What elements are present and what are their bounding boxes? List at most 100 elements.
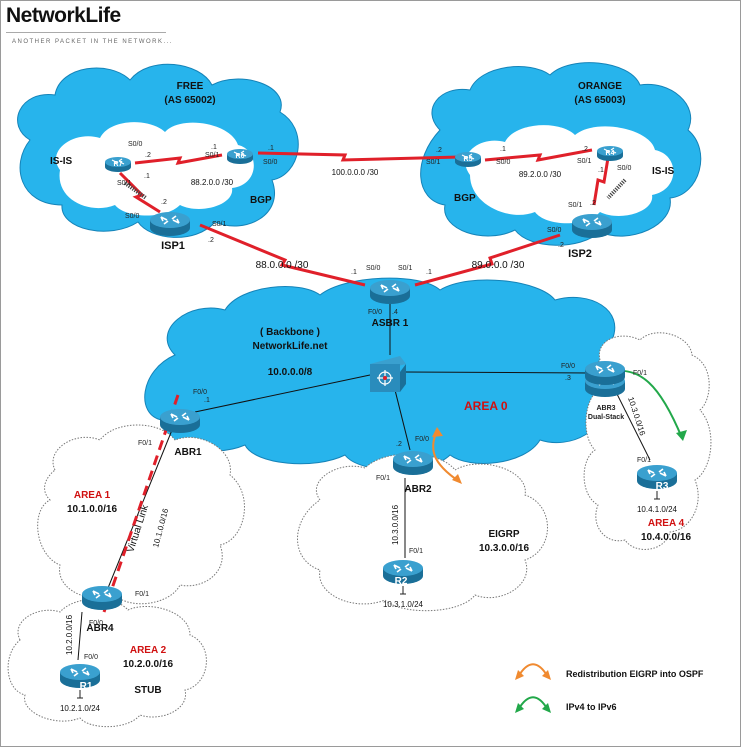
free-name: FREE <box>177 81 204 92</box>
router-asbr1[interactable] <box>369 279 411 305</box>
if-r6-s01: S0/1 <box>205 152 220 159</box>
if-abr1-f01: F0/1 <box>138 440 152 447</box>
if-isp1-s01: S0/1 <box>212 221 227 228</box>
legend-redistribution: Redistribution EIGRP into OSPF <box>566 669 704 679</box>
if-r7-s00: S0/0 <box>128 141 143 148</box>
area4-network: 10.4.0.0/16 <box>641 532 691 543</box>
orange-isis-label: IS-IS <box>652 166 675 177</box>
link-label-isp1-asbr1: 88.0.0.0 /30 <box>256 260 309 271</box>
router-abr1[interactable] <box>159 408 201 434</box>
link-label-r5-r4: 89.2.0.0 /30 <box>519 170 562 179</box>
brand-title: NetworkLife <box>6 4 121 27</box>
if-r6-s00: S0/0 <box>263 159 278 166</box>
free-as: (AS 65002) <box>164 95 215 106</box>
link-isp2-asbr1 <box>414 233 561 287</box>
area2-network: 10.2.0.0/16 <box>123 659 173 670</box>
eigrp-network: 10.3.0.0/16 <box>479 543 529 554</box>
backbone-network: 10.0.0.0/8 <box>268 367 313 378</box>
if-r5-b: .1 <box>500 146 506 153</box>
if-r6-b: .1 <box>268 145 274 152</box>
if-asbr1-f00: F0/0 <box>368 309 382 316</box>
backbone-domain: NetworkLife.net <box>252 341 328 352</box>
if-r2-f01: F0/1 <box>409 548 423 555</box>
if-abr1-f00: F0/0 <box>193 389 207 396</box>
switch-icon[interactable] <box>370 356 406 392</box>
orange-name: ORANGE <box>578 81 622 92</box>
if-isp1-b: .2 <box>208 237 214 244</box>
link-switch-abr2 <box>394 389 411 451</box>
if-abr3-a: .3 <box>565 375 571 382</box>
if-asbr1-a: .1 <box>351 269 357 276</box>
area2-type: STUB <box>134 685 161 696</box>
router-isp1[interactable] <box>149 211 191 237</box>
abr2-label: ABR2 <box>404 484 432 495</box>
link-switch-abr3 <box>404 371 591 374</box>
if-asbr1-c: .4 <box>392 309 398 316</box>
legend-ipv6: IPv4 to IPv6 <box>566 702 617 712</box>
r3-label: R3 <box>656 481 669 492</box>
if-isp2-b: .2 <box>558 242 564 249</box>
link-label-isp2-asbr1: 89.0.0.0 /30 <box>472 260 525 271</box>
area4-label: AREA 4 <box>648 518 685 529</box>
link-abr4-r1 <box>77 611 83 661</box>
if-r1-f00: F0/0 <box>84 654 98 661</box>
if-r5-s01: S0/1 <box>426 159 441 166</box>
if-abr4-f00: F0/0 <box>89 620 103 627</box>
cloud-area2 <box>7 598 207 728</box>
lan-r2: 10.3.1.0/24 <box>383 600 424 609</box>
cloud-free <box>17 63 299 238</box>
router-abr4[interactable] <box>81 585 123 611</box>
if-abr3-f01: F0/1 <box>633 370 647 377</box>
r7-label: R7 <box>114 161 123 168</box>
if-r6-a: .1 <box>211 144 217 151</box>
if-r3-f01: F0/1 <box>637 457 651 464</box>
if-r4-s00: S0/0 <box>617 165 632 172</box>
if-r7-b: .1 <box>144 173 150 180</box>
if-r4-a: .2 <box>582 146 588 153</box>
r2-label: R2 <box>395 576 408 587</box>
if-r4-b: .1 <box>598 167 604 174</box>
free-isis-label: IS-IS <box>50 156 73 167</box>
virtual-link <box>102 394 180 613</box>
links <box>77 148 687 661</box>
area1-label: AREA 1 <box>74 490 111 501</box>
if-isp2-s00: S0/0 <box>547 227 562 234</box>
if-abr4-f01: F0/1 <box>135 591 149 598</box>
if-asbr1-b: .1 <box>426 269 432 276</box>
r5-label: R5 <box>464 156 473 163</box>
router-isp2[interactable] <box>571 213 613 239</box>
link-label-r6-r5: 100.0.0.0 /30 <box>332 168 379 177</box>
link-abr1-switch <box>194 374 371 413</box>
if-abr2-f01: F0/1 <box>376 475 390 482</box>
if-isp1-s00: S0/0 <box>125 213 140 220</box>
if-r5-s00: S0/0 <box>496 159 511 166</box>
router-abr2[interactable] <box>392 450 434 476</box>
if-asbr1-s00: S0/0 <box>366 265 381 272</box>
if-abr2-a: .2 <box>396 441 402 448</box>
orange-bgp-label: BGP <box>454 193 476 204</box>
router-abr3[interactable] <box>584 360 626 398</box>
if-abr2-f00: F0/0 <box>415 436 429 443</box>
link-label-abr2-r2: 10.3.0.0/16 <box>391 504 400 545</box>
backbone-name: ( Backbone ) <box>260 327 320 338</box>
link-r5-r4 <box>484 148 593 162</box>
if-isp1-a: .2 <box>161 199 167 206</box>
if-abr3-f00: F0/0 <box>561 363 575 370</box>
abr3-label: ABR3 <box>596 405 615 412</box>
if-isp2-a: .2 <box>590 200 596 207</box>
lan-r1: 10.2.1.0/24 <box>60 704 101 713</box>
if-asbr1-s01: S0/1 <box>398 265 413 272</box>
area1-network: 10.1.0.0/16 <box>67 504 117 515</box>
abr1-label: ABR1 <box>174 447 202 458</box>
if-r7-s01: S0/1 <box>117 180 132 187</box>
if-abr1-a: .1 <box>204 397 210 404</box>
asbr1-label: ASBR 1 <box>372 318 409 329</box>
link-r6-r5 <box>257 151 461 162</box>
if-r5-a: .2 <box>436 147 442 154</box>
brand-divider <box>6 32 166 33</box>
if-r4-s01: S0/1 <box>577 158 592 165</box>
orange-as: (AS 65003) <box>574 95 625 106</box>
isp2-label: ISP2 <box>568 248 592 260</box>
eigrp-label: EIGRP <box>488 529 519 540</box>
